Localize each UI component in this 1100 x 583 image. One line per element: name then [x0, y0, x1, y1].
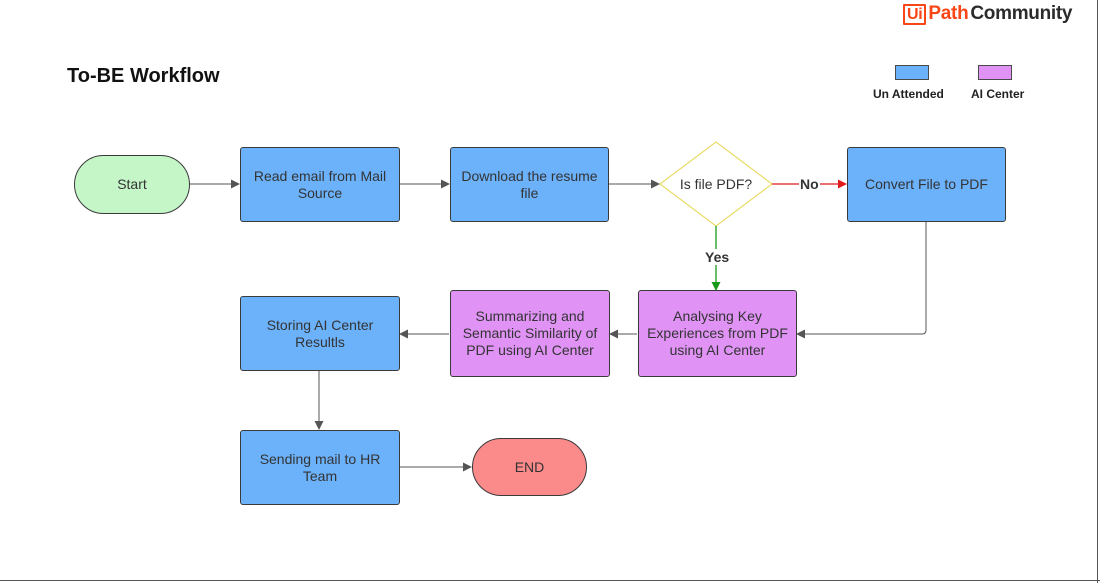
summarizing-node[interactable]: Summarizing and Semantic Similarity of P… [450, 290, 610, 377]
uipath-community-logo: Ui Path Community [903, 2, 1073, 26]
edge-label-yes: Yes [704, 249, 731, 265]
read-email-node[interactable]: Read email from Mail Source [240, 147, 400, 222]
legend-label-unattended: Un Attended [873, 87, 944, 101]
edge-convert-to-analysing [796, 222, 927, 339]
end-node-label: END [514, 458, 545, 475]
download-resume-node[interactable]: Download the resume file [450, 147, 609, 222]
page-title: To-BE Workflow [67, 65, 220, 87]
summarizing-node-label: Summarizing and Semantic Similarity of P… [462, 308, 598, 358]
frame-border-bottom [0, 580, 1100, 581]
legend-swatch-unattended [895, 65, 929, 80]
start-node[interactable]: Start [74, 155, 190, 214]
analysing-node-label: Analysing Key Experiences from PDF using… [647, 308, 788, 358]
legend-label-ai-center: AI Center [971, 87, 1025, 101]
read-email-node-label: Read email from Mail Source [253, 167, 387, 201]
convert-file-node[interactable]: Convert File to PDF [847, 147, 1006, 222]
storing-results-node[interactable]: Storing AI Center Resultls [240, 296, 400, 371]
start-node-label: Start [117, 176, 147, 192]
analysing-node[interactable]: Analysing Key Experiences from PDF using… [638, 290, 797, 377]
legend-swatch-ai-center [978, 65, 1012, 80]
storing-results-node-label: Storing AI Center Resultls [266, 316, 374, 350]
download-resume-node-label: Download the resume file [461, 167, 598, 201]
edge-label-no: No [799, 176, 820, 192]
sending-mail-node-label: Sending mail to HR Team [259, 450, 381, 484]
decision-label: Is file PDF? [679, 176, 753, 192]
end-node[interactable]: END [472, 438, 587, 496]
frame-border-right [1097, 0, 1098, 583]
brand-path-text: Path [928, 3, 969, 24]
brand-ui-mark: Ui [903, 3, 927, 25]
convert-file-node-label: Convert File to PDF [865, 176, 988, 192]
brand-community-text: Community [970, 3, 1073, 24]
sending-mail-node[interactable]: Sending mail to HR Team [240, 430, 400, 505]
